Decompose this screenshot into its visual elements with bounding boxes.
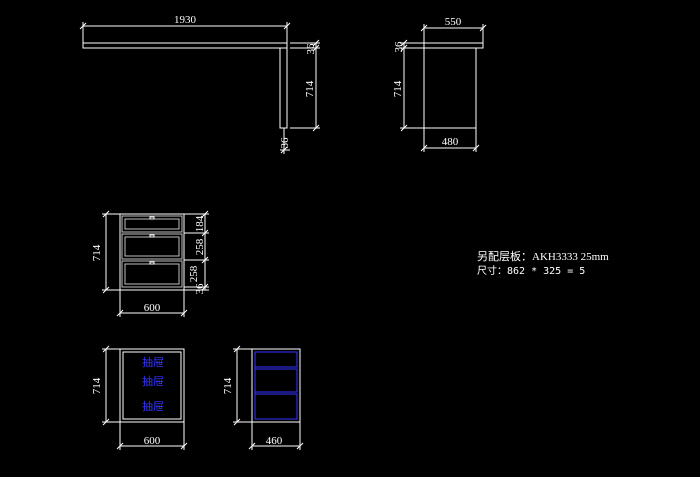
segment-2-label: 258 xyxy=(194,238,206,255)
segment-1-label: 184 xyxy=(194,215,206,232)
side-drawer-2 xyxy=(254,368,298,393)
notes: 另配层板：AKH3333 25mm 尺寸：862 * 325 = 5 xyxy=(477,249,609,277)
drawer-3-handle xyxy=(149,261,155,265)
cabinet-outline xyxy=(119,213,185,291)
drawer-cabinet-open-front: 抽屉 抽屉 抽屉 714 600 xyxy=(91,345,188,450)
desk-side-view: 550 36 714 480 xyxy=(392,16,487,152)
drawer-cabinet-front: 714 600 184 258 258 36 xyxy=(91,210,209,317)
desk-tabletop xyxy=(82,42,288,49)
side-cabinet xyxy=(423,47,477,129)
segment-small-label: 36 xyxy=(194,283,206,295)
desk-width-label: 1930 xyxy=(174,14,197,26)
drawer-label-3: 抽屉 xyxy=(142,399,164,413)
note-line-1: 另配层板：AKH3333 25mm xyxy=(477,249,609,263)
desk-front-view: 1930 36 714 36 xyxy=(79,14,320,154)
drawer-cabinet-side: 714 460 xyxy=(222,345,304,450)
drawer-1 xyxy=(121,215,183,233)
cabinet-width-label: 600 xyxy=(144,302,161,314)
desk-top-thickness-label: 36 xyxy=(305,43,317,55)
side-drawer-1 xyxy=(254,351,298,368)
drawer-2-handle xyxy=(149,234,155,238)
side-height-label: 714 xyxy=(392,80,404,97)
desk-height-label: 714 xyxy=(304,80,316,97)
side-top-thickness-label: 36 xyxy=(393,41,405,53)
note-line-2: 尺寸：862 * 325 = 5 xyxy=(477,264,585,277)
side-drawer-3 xyxy=(254,393,298,420)
open-cabinet-height-label: 714 xyxy=(91,377,103,394)
drawer-3 xyxy=(121,260,183,288)
cabinet-height-label: 714 xyxy=(91,244,103,261)
side-cabinet-outline xyxy=(251,348,301,423)
segment-3-label: 258 xyxy=(188,265,200,282)
drawer-label-2: 抽屉 xyxy=(142,374,164,388)
drawer-2 xyxy=(121,233,183,260)
side-tabletop xyxy=(423,42,484,49)
desk-leg-thickness-label: 36 xyxy=(279,137,291,149)
desk-leg-panel xyxy=(279,47,288,129)
drawer-1-handle xyxy=(149,216,155,220)
side-cabinet-width-label: 460 xyxy=(266,435,283,447)
side-top-width-label: 550 xyxy=(445,16,462,28)
open-cabinet-width-label: 600 xyxy=(144,435,161,447)
drawer-label-1: 抽屉 xyxy=(142,355,164,369)
side-bottom-width-label: 480 xyxy=(442,136,459,148)
side-cabinet-height-label: 714 xyxy=(222,377,234,394)
